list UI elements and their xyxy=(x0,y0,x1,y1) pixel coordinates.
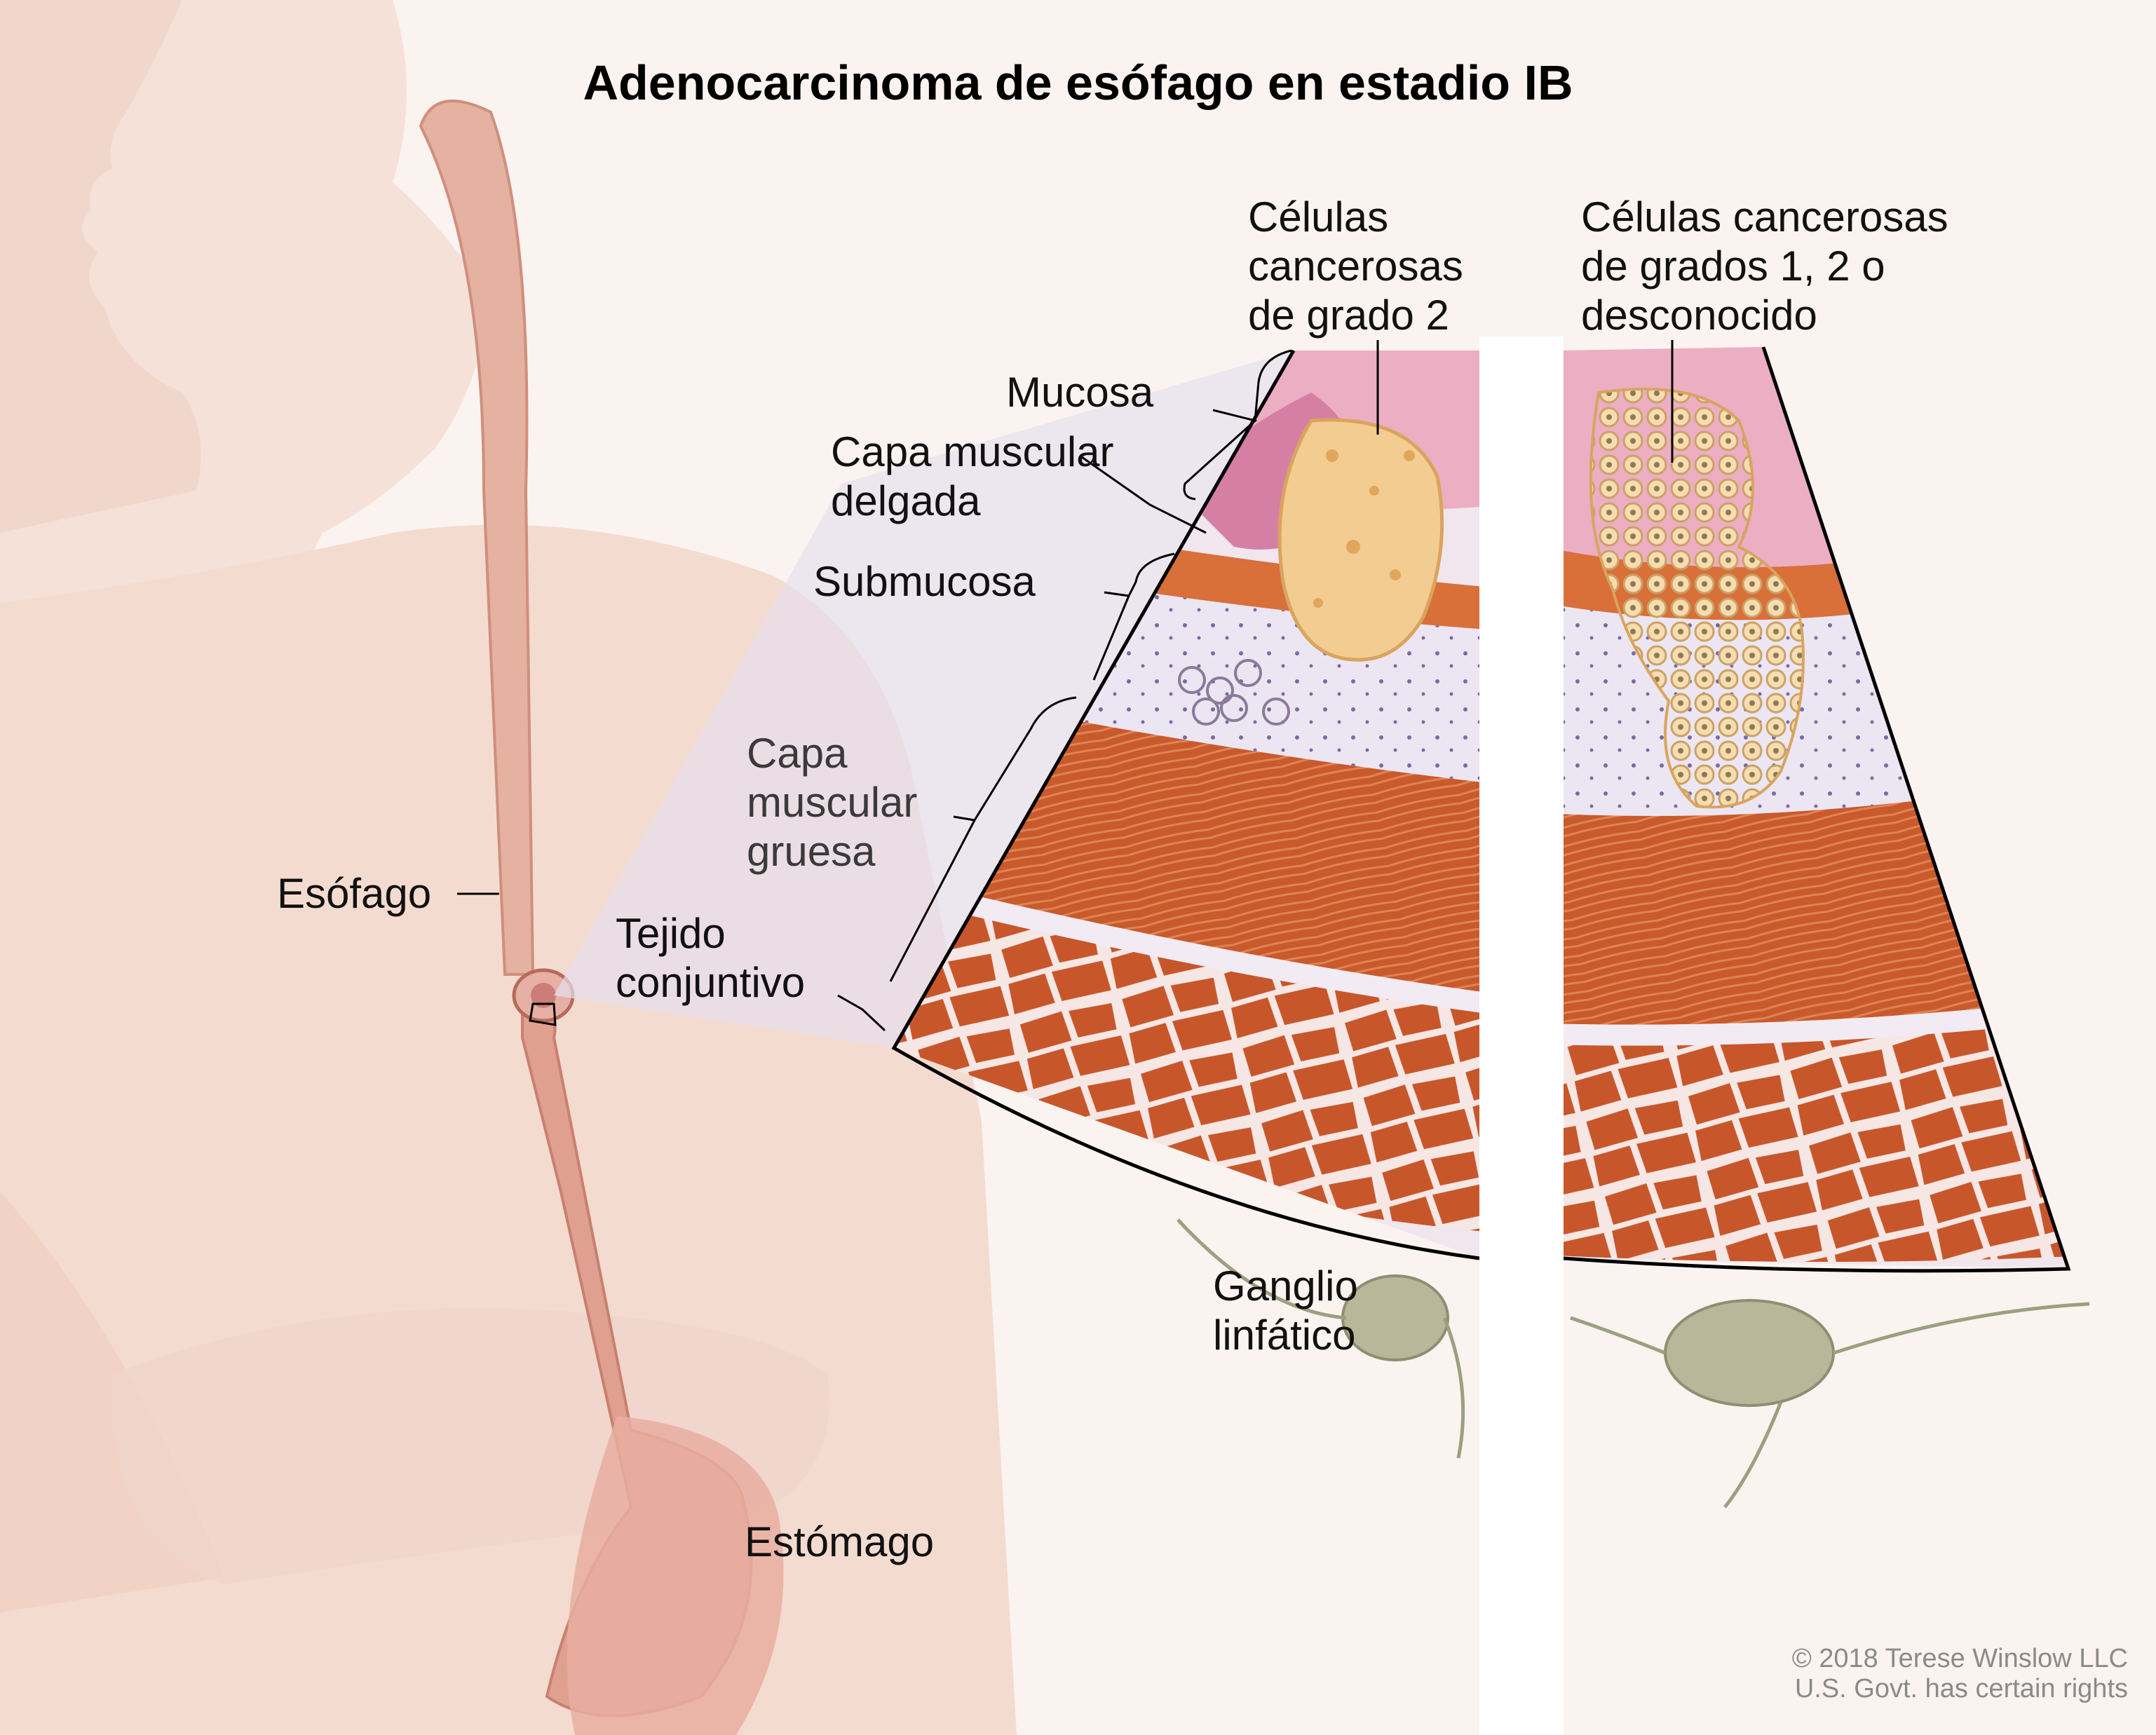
label-esofago: Esófago xyxy=(277,870,432,917)
sample-wedge-marker xyxy=(529,1002,557,1026)
label-estomago: Estómago xyxy=(745,1518,935,1565)
label-submucosa: Submucosa xyxy=(813,558,1036,605)
leader-lines xyxy=(457,340,1674,1032)
lymph-node-left xyxy=(1177,1218,1465,1459)
capa-gruesa-bracket xyxy=(889,696,1077,982)
label-mucosa: Mucosa xyxy=(1006,369,1154,416)
mucosa-bracket xyxy=(1183,349,1292,501)
stomage-body xyxy=(567,1416,784,1735)
wedge-right-outline xyxy=(1563,346,2071,1273)
tumor-grade-2 xyxy=(1277,418,1444,662)
label-celulas-grado-2: Células cancerosas de grado 2 xyxy=(1248,193,1463,339)
copyright-credit: © 2018 Terese Winslow LLC U.S. Govt. has… xyxy=(1791,1644,2128,1703)
face-profile xyxy=(0,0,201,533)
diagram-title: Adenocarcinoma de esófago en estadio IB xyxy=(583,55,1573,110)
zoom-fan xyxy=(554,351,1294,1048)
label-tejido-conjuntivo: Tejido conjuntivo xyxy=(616,910,806,1006)
lymph-node-right xyxy=(1570,1299,2090,1509)
label-capa-muscular-gruesa: Capa muscular gruesa xyxy=(747,730,918,875)
wedge-left-outline xyxy=(891,349,1480,1260)
capa-delgada-leader xyxy=(1079,454,1207,534)
label-capa-muscular-delgada: Capa muscular delgada xyxy=(831,428,1114,524)
esophagus-upper xyxy=(419,100,535,976)
panel-divider xyxy=(1479,336,1564,1735)
glands xyxy=(1178,659,1290,726)
tumor-grades-1-2 xyxy=(1589,388,1805,809)
tejido-conjuntivo-leader xyxy=(837,994,886,1032)
label-celulas-grados-1-2: Células cancerosas de grados 1, 2 o desc… xyxy=(1581,193,1948,339)
submucosa-bracket xyxy=(1092,552,1175,681)
label-ganglio-linfatico: Ganglio linfático xyxy=(1213,1263,1358,1359)
